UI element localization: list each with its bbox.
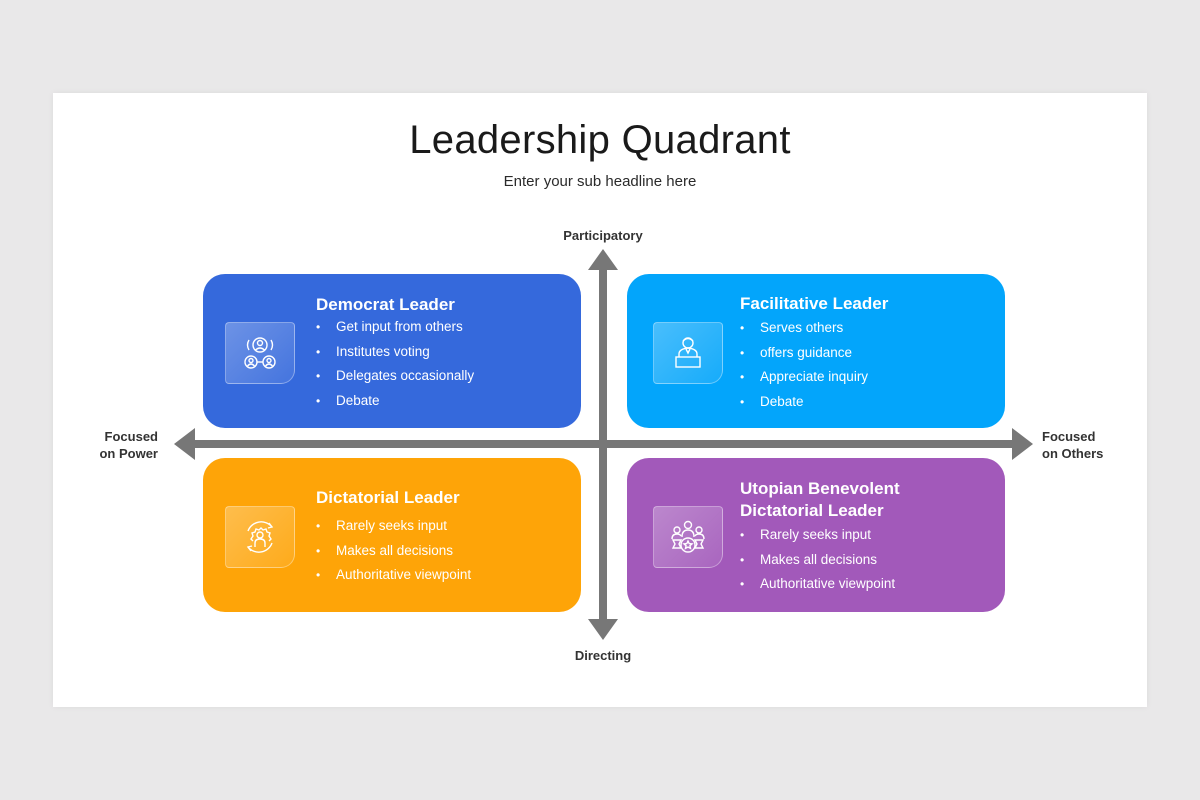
slide-subtitle: Enter your sub headline here (503, 173, 697, 190)
axis-label-right: Focused on Others (1042, 428, 1142, 462)
quadrant-card-democrat: Democrat Leader Get input from others In… (203, 274, 581, 428)
list-item: Rarely seeks input (740, 523, 895, 548)
speaker-podium-icon (675, 337, 701, 368)
axis-label-top: Participatory (563, 228, 643, 243)
person-gear-cycle-icon (246, 521, 274, 553)
team-star-icon (671, 520, 705, 553)
list-item: Serves others (740, 316, 868, 341)
quadrant-title: Dictatorial Leader (316, 488, 460, 507)
list-item: Makes all decisions (316, 539, 471, 564)
axis-label-left: Focused on Power (60, 428, 158, 462)
list-item: Get input from others (316, 315, 474, 340)
quadrant-title: Democrat Leader (316, 295, 455, 314)
icon-tile (225, 506, 295, 568)
list-item: Debate (316, 389, 474, 414)
quadrant-card-utopian: Utopian Benevolent Dictatorial Leader Ra… (627, 458, 1005, 612)
quadrant-card-dictatorial: Dictatorial Leader Rarely seeks input Ma… (203, 458, 581, 612)
axis-label-right-line1: Focused (1042, 429, 1096, 444)
axis-label-right-line2: on Others (1042, 446, 1104, 461)
list-item: Authoritative viewpoint (740, 572, 895, 597)
icon-tile (225, 322, 295, 384)
group-vote-icon (244, 337, 276, 369)
list-item: offers guidance (740, 341, 868, 366)
arrow-down-icon (588, 619, 618, 640)
icon-tile (653, 506, 723, 568)
quadrant-title-line2: Dictatorial Leader (740, 501, 884, 520)
quadrant-bullet-list: Get input from others Institutes voting … (316, 315, 474, 414)
axis-label-left-line2: on Power (99, 446, 158, 461)
axis-label-left-line1: Focused (104, 429, 158, 444)
quadrant-title: Facilitative Leader (740, 294, 889, 313)
list-item: Makes all decisions (740, 548, 895, 573)
quadrant-card-facilitative: Facilitative Leader Serves others offers… (627, 274, 1005, 428)
list-item: Appreciate inquiry (740, 365, 868, 390)
arrow-up-icon (588, 249, 618, 270)
quadrant-bullet-list: Rarely seeks input Makes all decisions A… (316, 514, 471, 588)
list-item: Rarely seeks input (316, 514, 471, 539)
arrow-left-icon (174, 428, 195, 460)
quadrant-title: Utopian Benevolent Dictatorial Leader (740, 478, 900, 522)
quadrant-bullet-list: Serves others offers guidance Appreciate… (740, 316, 868, 415)
quadrant-title-line1: Utopian Benevolent (740, 479, 900, 498)
list-item: Debate (740, 390, 868, 415)
list-item: Authoritative viewpoint (316, 563, 471, 588)
vertical-axis-line (599, 266, 607, 624)
arrow-right-icon (1012, 428, 1033, 460)
list-item: Institutes voting (316, 340, 474, 365)
quadrant-bullet-list: Rarely seeks input Makes all decisions A… (740, 523, 895, 597)
list-item: Delegates occasionally (316, 364, 474, 389)
slide-title: Leadership Quadrant (409, 118, 791, 162)
axis-label-bottom: Directing (574, 648, 632, 663)
icon-tile (653, 322, 723, 384)
